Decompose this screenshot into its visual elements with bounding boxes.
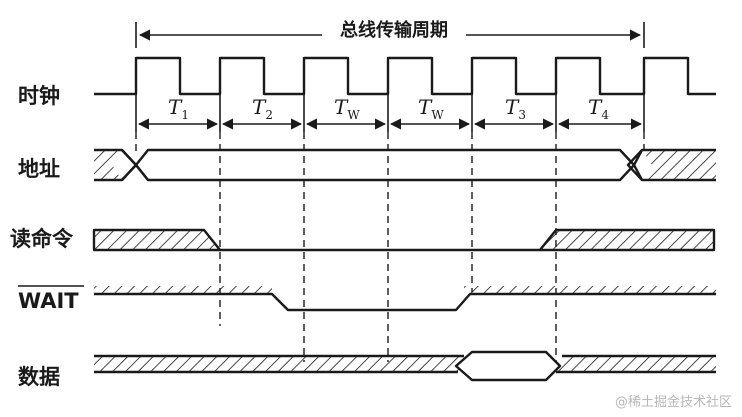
address-waveform: [94, 148, 716, 182]
wait-label: WAIT: [18, 289, 79, 313]
state-label-tw-1: TW: [334, 95, 360, 122]
wait-label-group: WAIT: [18, 285, 84, 313]
state-label-t4: T4: [588, 95, 609, 122]
data-label: 数据: [18, 365, 60, 389]
data-waveform: [94, 350, 716, 382]
read-command-label: 读命令: [10, 227, 74, 251]
address-label: 地址: [18, 157, 60, 181]
cycle-span-indicator: 总线传输周期: [135, 18, 645, 48]
t-state-dimension-lines: [135, 94, 645, 132]
state-label-t1: T1: [168, 95, 189, 122]
watermark: @稀土掘金技术社区: [615, 394, 732, 410]
wait-waveform: [94, 286, 716, 312]
state-label-t2: T2: [252, 95, 273, 122]
state-label-t3: T3: [505, 95, 526, 122]
read-command-waveform: [92, 228, 716, 252]
state-label-tw-2: TW: [418, 95, 444, 122]
clock-label: 时钟: [18, 84, 60, 108]
clock-waveform: [94, 56, 716, 96]
cycle-title: 总线传输周期: [340, 19, 448, 41]
